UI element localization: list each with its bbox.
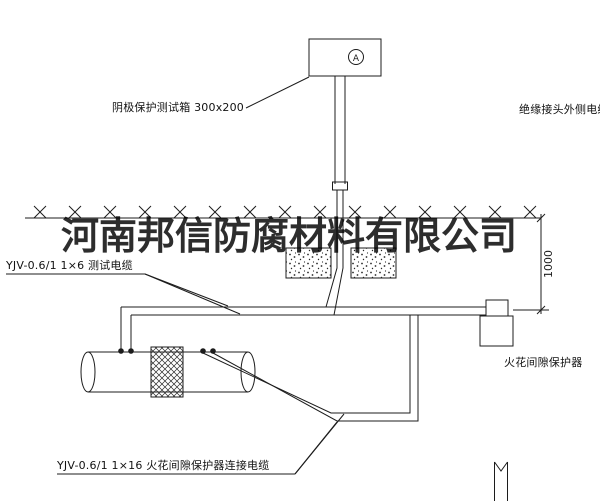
spark-gap-protector — [479, 299, 514, 347]
ammeter-letter: A — [353, 54, 360, 64]
cable-connection-dots — [118, 348, 216, 354]
leader-test-cable-2 — [144, 273, 241, 315]
leader-test-box — [245, 76, 310, 109]
dimension-1000-text: 1000 — [542, 250, 555, 278]
concrete-blocks — [285, 247, 397, 279]
label-test-cable: YJV-0.6/1 1×6 测试电缆 — [6, 259, 133, 272]
leader-connection-cable-2 — [294, 413, 345, 475]
watermark: 河南邦信防腐材料有限公司 — [61, 213, 518, 258]
ammeter-symbol-icon — [348, 49, 364, 65]
riser-conduit — [332, 76, 348, 255]
riser-cables — [325, 255, 344, 316]
label-connection-cable: YJV-0.6/1 1×16 火花间隙保护器连接电缆 — [57, 459, 270, 472]
dimension-1000 — [513, 213, 549, 315]
conduit-coupling — [332, 181, 348, 191]
label-insulated-joint-cable: 绝缘接头外侧电缆 — [519, 103, 600, 116]
insulating-joint — [150, 346, 184, 398]
protector-connection-cables — [202, 315, 419, 422]
test-box — [308, 38, 382, 77]
cable-bundle — [120, 306, 486, 351]
leader-lines — [6, 76, 345, 475]
pipeline — [80, 346, 256, 398]
label-spark-gap-protector: 火花间隙保护器 — [504, 356, 583, 369]
pipe-break-symbol — [494, 461, 508, 501]
label-test-box: 阴极保护测试箱 300x200 — [112, 101, 244, 114]
